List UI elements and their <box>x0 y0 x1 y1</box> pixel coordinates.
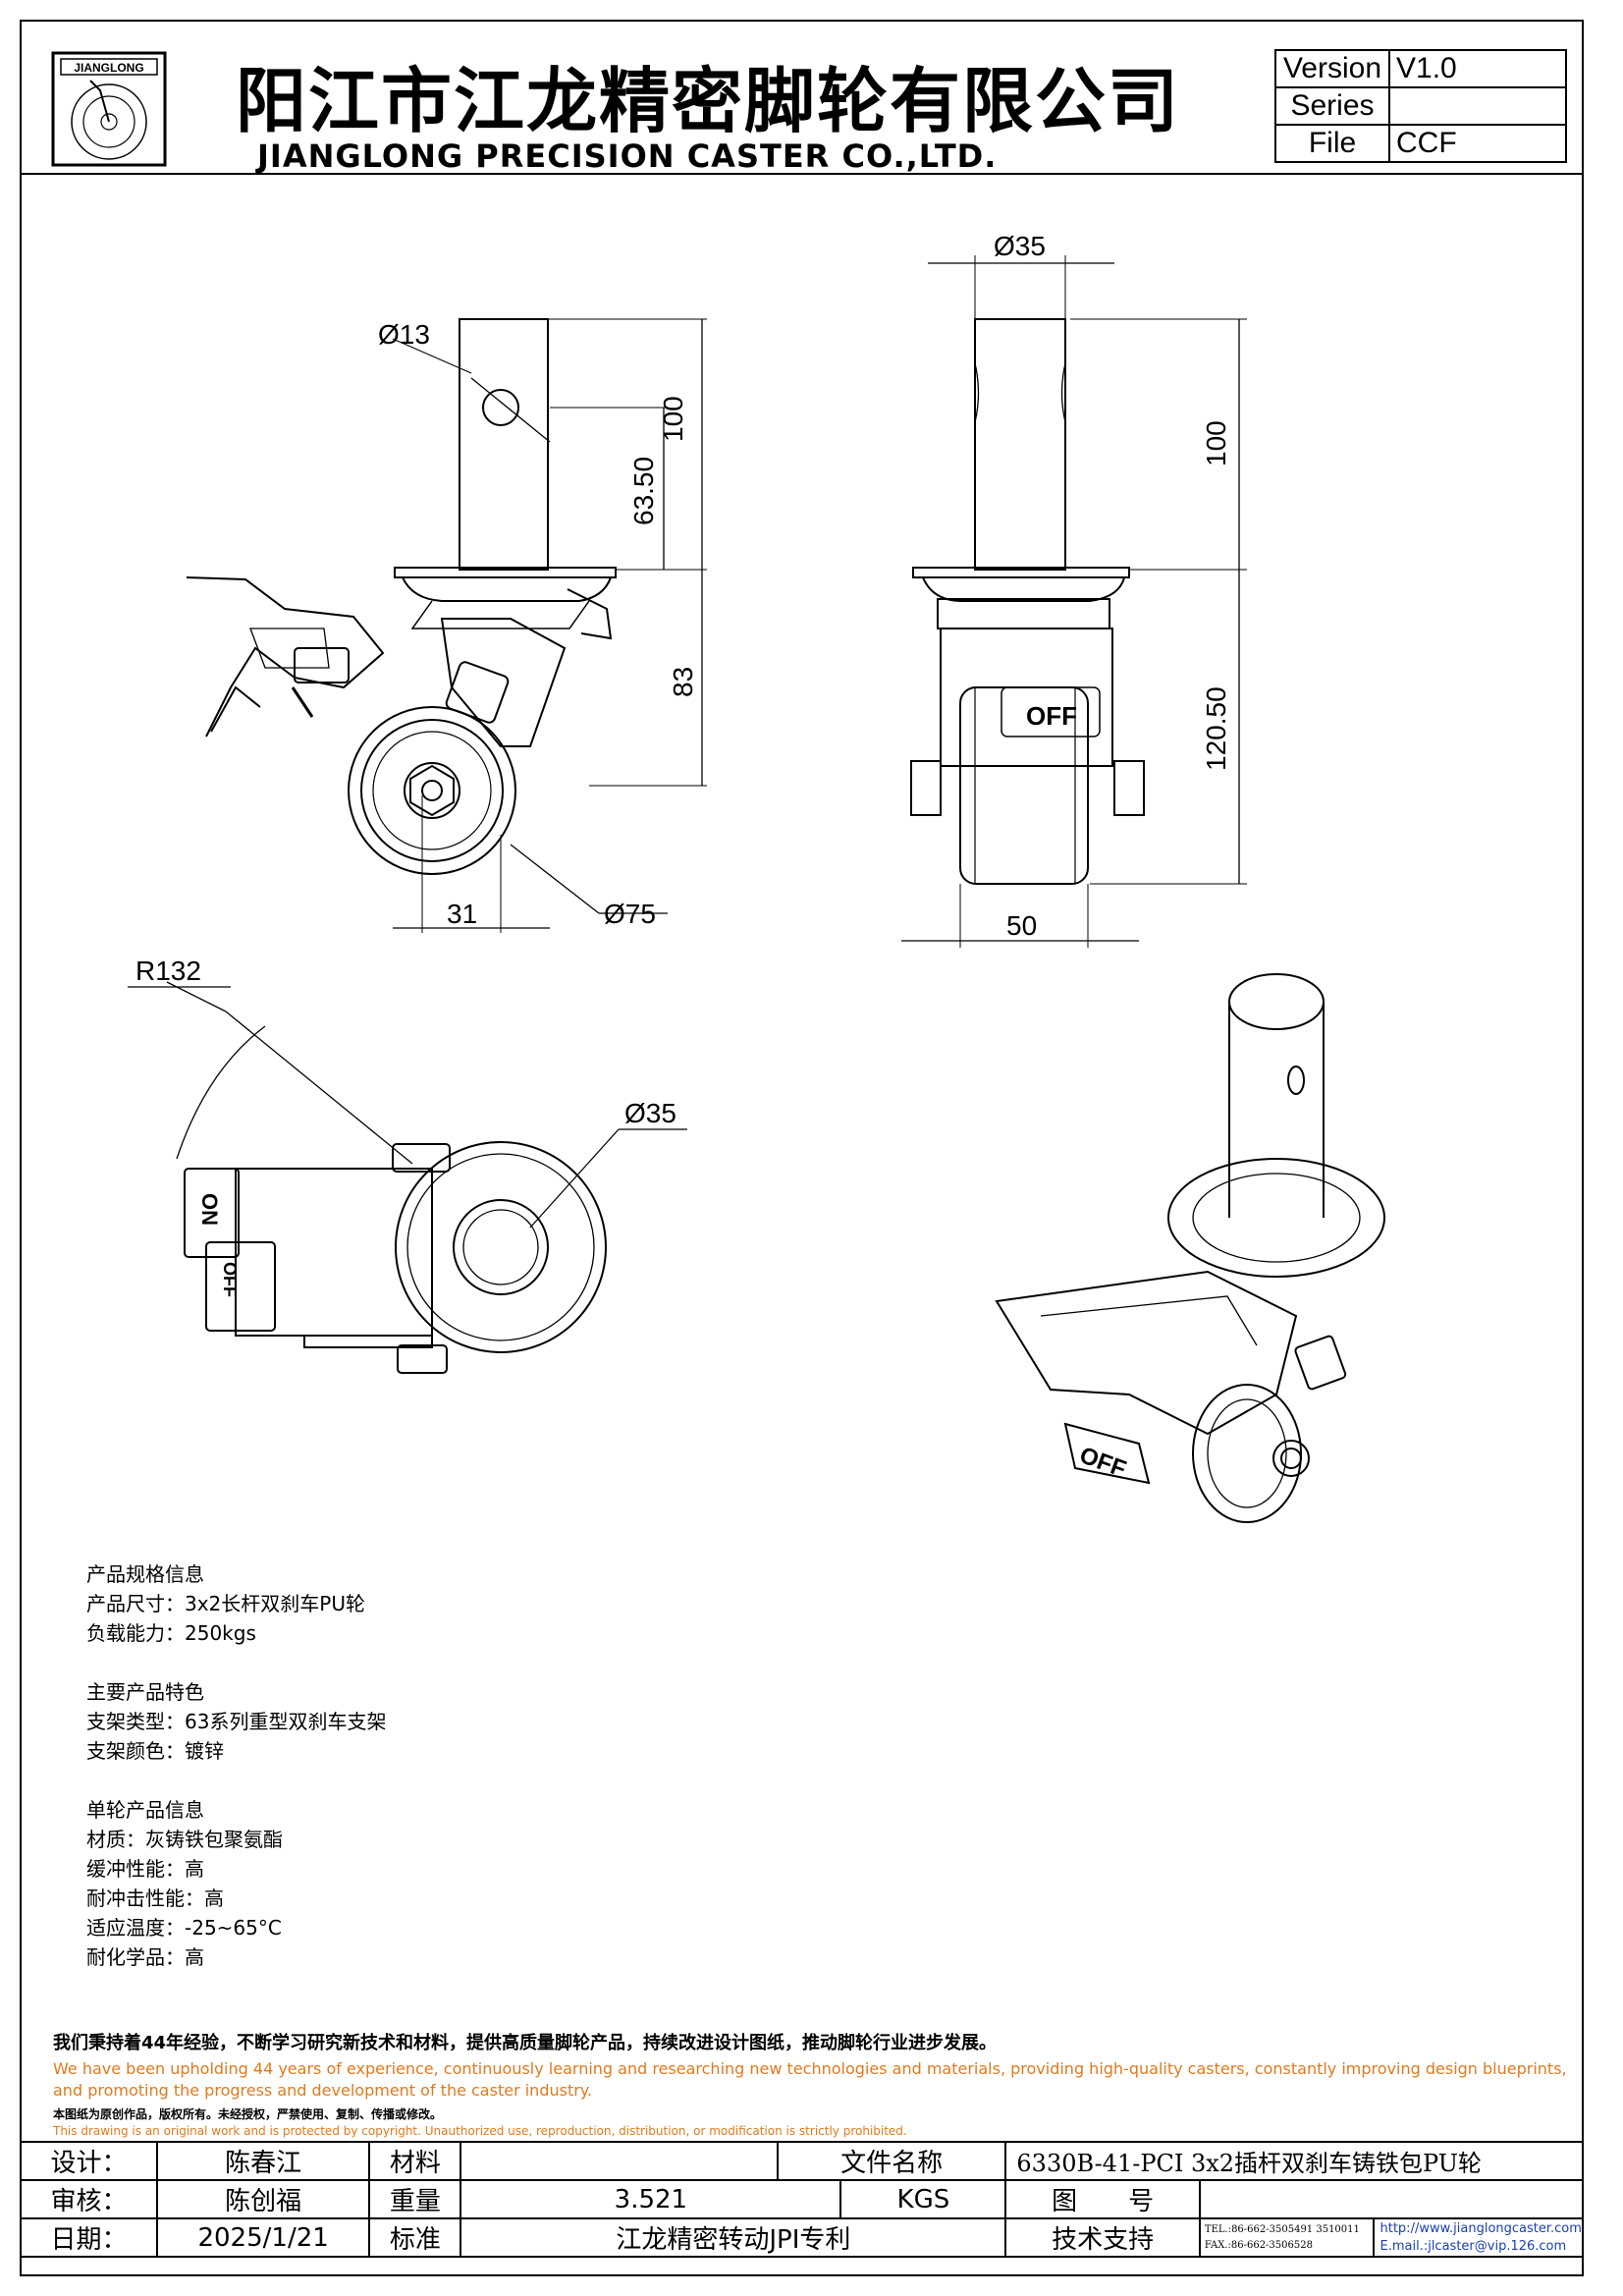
series-value <box>1388 86 1567 126</box>
weight-unit: KGS <box>839 2179 1007 2219</box>
copyright-en: This drawing is an original work and is … <box>53 2124 907 2138</box>
spec-temp: 适应温度：-25~65°C <box>86 1916 282 1940</box>
file-label: File <box>1274 124 1390 163</box>
dim-swivel-radius: R132 <box>135 956 201 986</box>
company-name-cn: 阳江市江龙精密脚轮有限公司 <box>236 60 1181 142</box>
drawing-no-label: 图 号 <box>1004 2179 1201 2219</box>
iso-view <box>995 973 1385 1523</box>
spec-material: 材质：灰铸铁包聚氨酯 <box>86 1828 283 1851</box>
front-view <box>901 255 1247 948</box>
note-cn: 我们秉持着44年经验，不断学习研究新技术和材料，提供高质量脚轮产品，持续改进设计… <box>53 2033 998 2053</box>
dim-wheel-width: 50 <box>1006 910 1037 941</box>
version-value: V1.0 <box>1388 49 1567 88</box>
file-value: CCF <box>1388 124 1567 163</box>
website-link[interactable]: http://www.jianglongcaster.com <box>1380 2220 1582 2236</box>
title-block: 设计： 陈春江 材料 文件名称 6330B-41-PCI 3x2插杆双刹车铸铁包… <box>20 2141 1585 2258</box>
review-label: 审核： <box>20 2179 158 2219</box>
spec-section2-title: 主要产品特色 <box>86 1680 204 1704</box>
weight-value: 3.521 <box>460 2179 842 2219</box>
spec-impact: 耐冲击性能：高 <box>86 1886 224 1910</box>
dim-top-stem-dia: Ø35 <box>624 1098 676 1128</box>
spec-bracket-color: 支架颜色：镀锌 <box>86 1739 224 1763</box>
standard-label: 标准 <box>368 2217 462 2258</box>
dim-hole-dia: Ø13 <box>378 319 430 350</box>
dim-stem-len-left: 100 <box>658 396 688 442</box>
dim-hole-pos: 63.50 <box>628 457 659 525</box>
company-name-en: JIANGLONG PRECISION CASTER CO.,LTD. <box>257 137 998 175</box>
dim-wheel-dia: Ø75 <box>604 899 656 929</box>
design-label: 设计： <box>20 2141 158 2181</box>
drawing-no-value <box>1198 2179 1585 2219</box>
spec-chemical: 耐化学品：高 <box>86 1945 204 1969</box>
material-label: 材料 <box>368 2141 462 2181</box>
drawing-frame <box>20 20 1584 2276</box>
date-label: 日期： <box>20 2217 158 2258</box>
material-value <box>460 2141 779 2181</box>
dim-total-height: 120.50 <box>1201 686 1231 771</box>
support-label: 技术支持 <box>1004 2217 1201 2258</box>
standard-value: 江龙精密转动JPI专利 <box>460 2217 1007 2258</box>
header-band <box>20 20 1584 175</box>
version-label: Version <box>1274 49 1390 88</box>
label-on-top: ON <box>197 1193 222 1226</box>
note-en: We have been upholding 44 years of exper… <box>53 2059 1567 2100</box>
filename-label: 文件名称 <box>776 2141 1007 2181</box>
product-spec: 产品规格信息 产品尺寸：3x2长杆双刹车PU轮 负载能力：250kgs 主要产品… <box>86 1559 386 1972</box>
spec-section3-title: 单轮产品信息 <box>86 1798 204 1822</box>
design-value: 陈春江 <box>155 2141 371 2181</box>
dim-stem-len-right: 100 <box>1201 420 1231 466</box>
review-value: 陈创福 <box>155 2179 371 2219</box>
notes: 我们秉持着44年经验，不断学习研究新技术和材料，提供高质量脚轮产品，持续改进设计… <box>53 2029 1585 2138</box>
spec-bracket-type: 支架类型：63系列重型双刹车支架 <box>86 1710 387 1733</box>
side-view <box>186 318 707 933</box>
filename-value: 6330B-41-PCI 3x2插杆双刹车铸铁包PU轮 <box>1004 2141 1584 2181</box>
tel: TEL.:86-662-3505491 3510011 <box>1204 2223 1360 2235</box>
spec-cushion: 缓冲性能：高 <box>86 1857 204 1881</box>
copyright-cn: 本图纸为原创作品，版权所有。未经授权，严禁使用、复制、传播或修改。 <box>53 2107 443 2121</box>
series-label: Series <box>1274 86 1390 126</box>
top-view <box>128 981 687 1374</box>
email-link[interactable]: E.mail.:jlcaster@vip.126.com <box>1380 2238 1567 2254</box>
dim-stem-dia: Ø35 <box>994 231 1046 261</box>
label-off-front: OFF <box>1026 701 1077 731</box>
spec-load: 负载能力：250kgs <box>86 1621 256 1645</box>
logo-text: JIANGLONG <box>74 61 143 75</box>
date-value: 2025/1/21 <box>155 2217 371 2258</box>
series-row: Series <box>1274 86 1567 126</box>
label-off-iso: OFF <box>1076 1442 1129 1483</box>
company-logo: JIANGLONG <box>51 51 167 167</box>
weight-label: 重量 <box>368 2179 462 2219</box>
fax: FAX.:86-662-3506528 <box>1204 2239 1313 2251</box>
spec-size: 产品尺寸：3x2长杆双刹车PU轮 <box>86 1592 365 1615</box>
label-off-top: OFF <box>220 1262 240 1297</box>
dim-body-height: 83 <box>668 667 698 697</box>
spec-section1-title: 产品规格信息 <box>86 1562 204 1586</box>
dim-offset: 31 <box>447 899 477 929</box>
